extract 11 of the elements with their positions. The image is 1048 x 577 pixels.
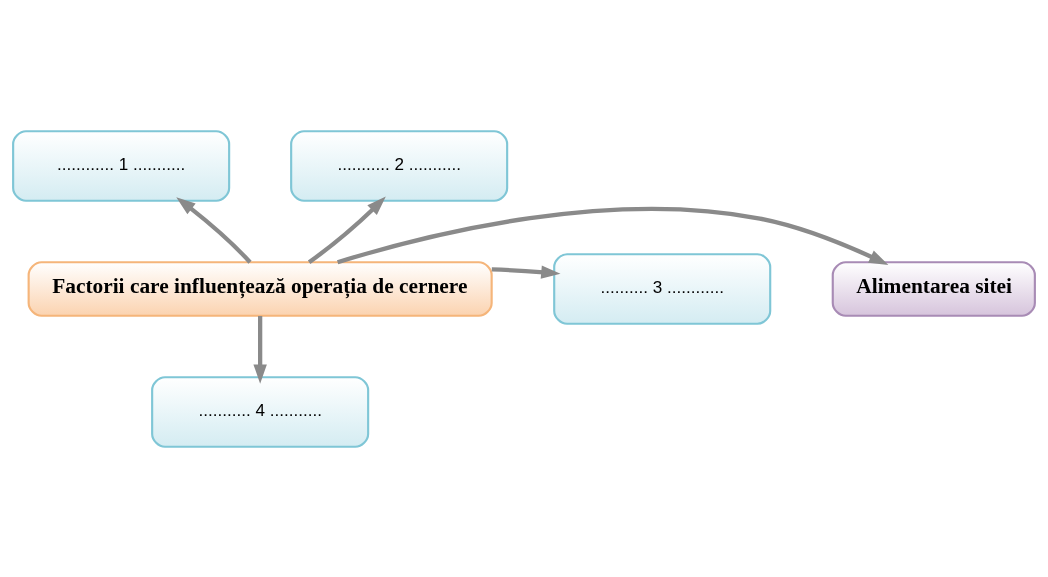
arrow	[307, 196, 386, 264]
arrow	[337, 206, 889, 265]
node-box: .......... 3 ............	[553, 252, 772, 325]
node-box: ........... 2 ...........	[290, 129, 509, 202]
arrow	[176, 196, 252, 264]
arrow	[253, 315, 267, 384]
arrow	[491, 264, 561, 279]
node-box: ............ 1 ...........	[12, 129, 231, 202]
node-box: ........... 4 ...........	[151, 375, 370, 448]
node-box: Factorii care influențează operația de cernere	[27, 260, 493, 317]
node-box: Alimentarea sitei	[831, 260, 1036, 317]
